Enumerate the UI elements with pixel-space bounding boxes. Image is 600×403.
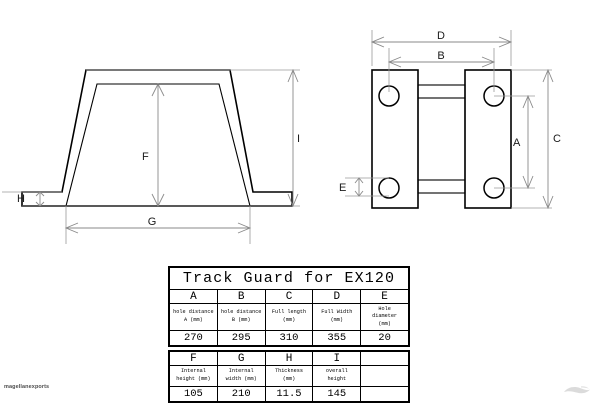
dimension-E: E <box>339 177 364 197</box>
table-value-row: 270 295 310 355 20 <box>169 330 409 346</box>
header-letter-c: C <box>264 289 314 304</box>
header-desc-d: Full Width(mm) <box>312 303 362 331</box>
bolt-hole-bottom-left <box>378 177 400 199</box>
value-blank <box>360 386 409 402</box>
value-e: 20 <box>360 330 409 346</box>
watermark-logo-icon <box>564 386 590 394</box>
header-letter-f: F <box>169 351 218 366</box>
value-c: 310 <box>264 330 314 346</box>
dimension-G: G <box>64 216 252 234</box>
dimension-label-I: I <box>297 133 300 145</box>
front-view-group: I F G H <box>2 68 300 244</box>
guard-outer-profile <box>21 69 293 207</box>
value-i: 145 <box>312 386 362 402</box>
dimension-C: C <box>542 68 561 210</box>
dimension-B: B <box>387 50 496 68</box>
dimension-A: A <box>513 94 534 190</box>
upper-connecting-bar <box>417 84 466 99</box>
dimension-label-H: H <box>17 193 25 205</box>
value-f: 105 <box>169 386 218 402</box>
logo-swoosh-shape <box>564 387 590 394</box>
header-letter-d: D <box>312 289 362 304</box>
header-desc-blank <box>360 365 409 387</box>
dimension-label-F: F <box>142 151 149 163</box>
header-letter-blank <box>360 351 409 366</box>
dimension-label-A: A <box>513 137 521 149</box>
spec-table-title: Track Guard for EX120 <box>169 267 409 290</box>
table-title-row: Track Guard for EX120 <box>169 267 409 290</box>
logo-accent-shape <box>581 386 589 389</box>
header-desc-h: Thickness(mm) <box>264 365 314 387</box>
watermark-text: magellanexports <box>4 384 50 390</box>
spec-table-primary: Track Guard for EX120 A B C D E hole dis… <box>168 266 410 347</box>
dimension-label-B: B <box>437 50 444 62</box>
value-d: 355 <box>312 330 362 346</box>
dimension-I: I <box>287 68 300 208</box>
header-letter-i: I <box>312 351 362 366</box>
value-b: 295 <box>216 330 266 346</box>
value-g: 210 <box>216 386 266 402</box>
lower-connecting-bar <box>417 179 466 194</box>
table-value-row: 105 210 11.5 145 <box>169 386 409 402</box>
table-letter-row: A B C D E <box>169 289 409 304</box>
header-letter-b: B <box>216 289 266 304</box>
dimension-label-C: C <box>553 133 561 145</box>
dimension-label-E: E <box>339 182 346 194</box>
value-h: 11.5 <box>264 386 314 402</box>
dimension-label-D: D <box>437 30 445 42</box>
value-a: 270 <box>169 330 218 346</box>
dimension-label-G: G <box>148 216 157 228</box>
header-letter-e: E <box>360 289 409 304</box>
header-letter-h: H <box>264 351 314 366</box>
dimension-D: D <box>370 30 513 48</box>
table-letter-row: F G H I <box>169 351 409 366</box>
header-letter-g: G <box>216 351 266 366</box>
header-letter-a: A <box>169 289 218 304</box>
dimension-H: H <box>17 191 45 207</box>
dimension-F: F <box>142 82 165 208</box>
plan-view-group: D B C A <box>339 30 561 210</box>
header-desc-c: Full length(mm) <box>264 303 314 331</box>
